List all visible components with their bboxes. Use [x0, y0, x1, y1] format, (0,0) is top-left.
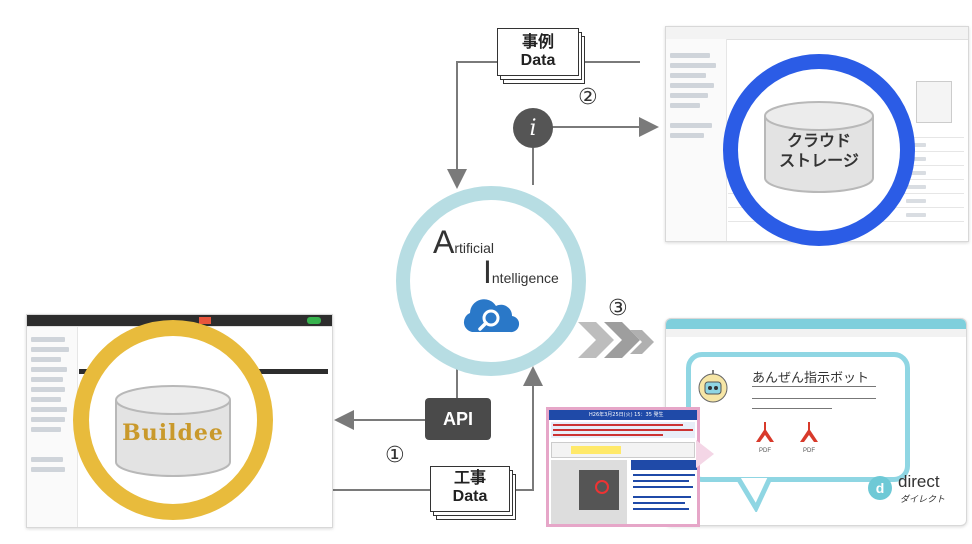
case-data-line2: Data — [520, 52, 556, 69]
pdf-icon-label: PDF — [759, 448, 771, 454]
chevron-arrows-icon — [578, 322, 654, 358]
info-icon: i — [513, 108, 553, 148]
info-icon-glyph: i — [529, 115, 537, 141]
pdf-icon[interactable]: PDF — [796, 422, 822, 454]
direct-logo: d direct ダイレクト — [868, 472, 960, 512]
case-data-line1: 事例 — [521, 34, 554, 51]
bubble-tail — [736, 478, 773, 512]
direct-kana: ダイレクト — [900, 495, 946, 505]
construction-data-line1: 工事 — [453, 470, 486, 487]
direct-word: direct — [898, 472, 940, 491]
ai-i-big: I — [483, 254, 492, 290]
direct-badge-icon: d — [868, 476, 892, 500]
cloud-search-icon — [463, 299, 520, 333]
buildee-logo: Buildee — [122, 420, 224, 446]
step-one-label: ① — [385, 443, 405, 468]
cloud-storage-line1: クラウド — [786, 133, 851, 150]
api-box: API — [425, 398, 491, 440]
storage-cylinder-icon — [764, 101, 874, 193]
bot-title: あんぜん指示ボット — [752, 371, 870, 386]
case-data-document: 事例 Data — [497, 28, 587, 84]
ai-title: Artificial Intelligence — [433, 224, 573, 304]
ai-a-big: A — [433, 224, 455, 260]
pdf-icon[interactable]: PDF — [752, 422, 778, 454]
arrow-case-to-ai — [447, 61, 497, 189]
ai-i-rest: ntelligence — [491, 270, 559, 286]
pdf-icon-label: PDF — [803, 448, 815, 454]
poster-pointer — [696, 440, 714, 468]
construction-data-line2: Data — [452, 488, 488, 505]
step-two-label: ② — [578, 85, 598, 110]
bot-speech-bubble — [686, 352, 910, 482]
ai-a-rest: rtificial — [454, 240, 495, 256]
direct-badge-letter: d — [875, 480, 885, 496]
robot-avatar-icon — [698, 370, 728, 403]
arrow-data-to-ai — [514, 366, 543, 491]
accident-report-poster: H26年3月25日(火) 15：35 発生 — [546, 407, 700, 527]
step-three-label: ③ — [608, 296, 628, 321]
cloud-storage-line2: ストレージ — [779, 153, 859, 170]
poster-date: H26年3月25日(火) 15：35 発生 — [589, 412, 664, 418]
buildee-cylinder-icon — [115, 385, 231, 477]
api-label: API — [442, 408, 473, 429]
construction-data-document: 工事 Data — [430, 466, 520, 522]
